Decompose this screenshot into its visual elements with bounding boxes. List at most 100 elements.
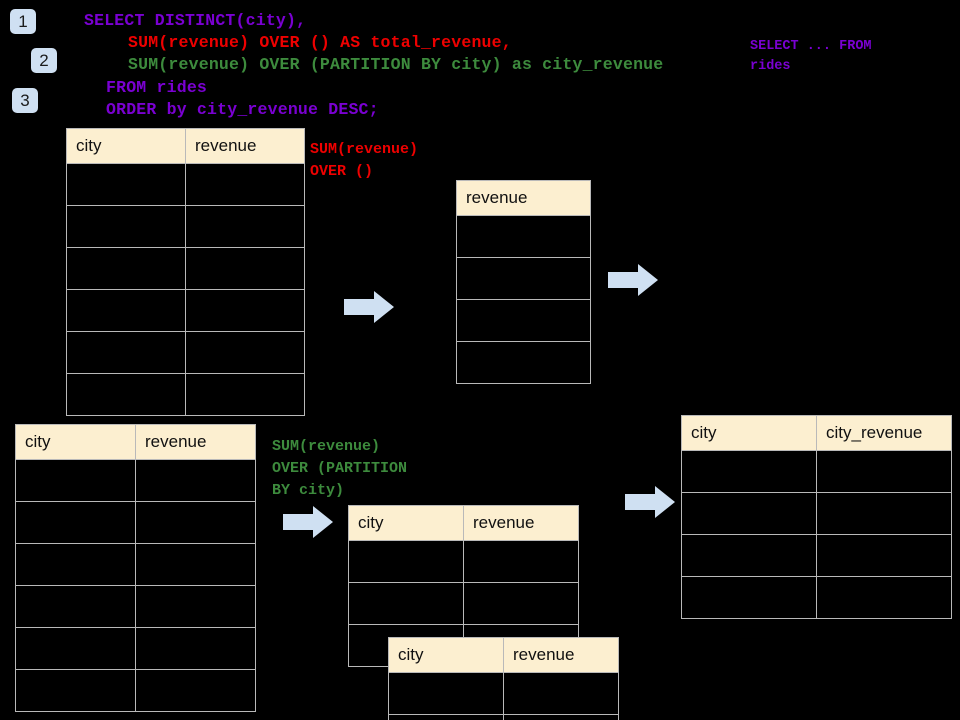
cell-city	[66, 163, 186, 206]
arrow-total-to-right-icon	[608, 263, 658, 302]
table-result-header-row: city city_revenue	[681, 415, 952, 451]
cell-city	[15, 585, 136, 628]
table-partition-front-header-row: city revenue	[388, 637, 619, 673]
cell-city-revenue	[816, 450, 952, 493]
table-row	[348, 582, 579, 625]
sql-line-from-rides: FROM rides	[106, 78, 208, 97]
col-header-revenue: revenue	[185, 128, 305, 164]
cell-revenue	[185, 289, 305, 332]
arrow-source-to-partition-icon	[283, 505, 333, 544]
sql-line-order-by: ORDER by city_revenue DESC;	[106, 100, 379, 119]
col-header-city: city	[15, 424, 136, 460]
table-row	[66, 247, 305, 290]
cell-revenue	[463, 582, 579, 625]
cell-city	[348, 540, 464, 583]
col-header-city: city	[388, 637, 504, 673]
cell-revenue	[185, 331, 305, 374]
cell-revenue	[456, 257, 591, 300]
table-row	[348, 540, 579, 583]
cell-city	[388, 714, 504, 720]
arrow-partition-to-result-icon	[625, 485, 675, 524]
cell-revenue	[135, 501, 256, 544]
col-header-city-revenue: city_revenue	[816, 415, 952, 451]
table-source-bottom-header-row: city revenue	[15, 424, 256, 460]
table-partition-back-header-row: city revenue	[348, 505, 579, 541]
cell-city	[66, 247, 186, 290]
table-source-bottom: city revenue	[15, 424, 256, 712]
cell-city	[681, 576, 817, 619]
table-row	[681, 576, 952, 619]
cell-city	[15, 543, 136, 586]
step-badge-2-label: 2	[39, 51, 49, 70]
cell-revenue	[456, 299, 591, 342]
table-row	[66, 205, 305, 248]
table-row	[15, 459, 256, 502]
table-source-top-header-row: city revenue	[66, 128, 305, 164]
table-row	[15, 501, 256, 544]
cell-revenue	[463, 540, 579, 583]
annotation-from-rides-line2: rides	[750, 59, 791, 74]
table-row	[456, 341, 591, 384]
table-row	[15, 627, 256, 670]
col-header-city: city	[348, 505, 464, 541]
step-badge-1: 1	[10, 9, 36, 34]
step-badge-3: 3	[12, 88, 38, 113]
cell-revenue	[503, 672, 619, 715]
cell-city	[15, 669, 136, 712]
sql-line-sum-over-partition: SUM(revenue) OVER (PARTITION BY city) as…	[128, 55, 664, 74]
table-row	[388, 672, 619, 715]
cell-city	[66, 205, 186, 248]
cell-city	[15, 627, 136, 670]
table-row	[66, 373, 305, 416]
cell-city	[66, 331, 186, 374]
table-row	[681, 492, 952, 535]
col-header-revenue: revenue	[463, 505, 579, 541]
cell-city-revenue	[816, 492, 952, 535]
cell-revenue	[135, 669, 256, 712]
col-header-revenue: revenue	[503, 637, 619, 673]
table-source-top: city revenue	[66, 128, 305, 416]
cell-revenue	[456, 341, 591, 384]
annotation-over-empty-line2: OVER ()	[310, 163, 374, 180]
table-row	[456, 299, 591, 342]
annotation-from-rides-line1: SELECT ... FROM	[750, 39, 872, 54]
table-result: city city_revenue	[681, 415, 952, 619]
col-header-city: city	[681, 415, 817, 451]
cell-city-revenue	[816, 576, 952, 619]
cell-revenue	[135, 543, 256, 586]
sql-line-select-distinct: SELECT DISTINCT(city),	[84, 11, 307, 30]
table-row	[15, 669, 256, 712]
cell-city	[681, 492, 817, 535]
cell-revenue	[185, 163, 305, 206]
cell-city	[66, 373, 186, 416]
cell-city	[66, 289, 186, 332]
table-row	[456, 215, 591, 258]
cell-revenue	[185, 205, 305, 248]
annotation-over-partition-line3: BY city)	[272, 482, 345, 499]
step-badge-3-label: 3	[20, 91, 30, 110]
arrow-source-to-total-icon	[344, 290, 394, 329]
step-badge-1-label: 1	[18, 12, 28, 31]
table-partition-front: city revenue	[388, 637, 619, 720]
annotation-over-empty-line1: SUM(revenue)	[310, 141, 419, 158]
cell-revenue	[135, 627, 256, 670]
col-header-city: city	[66, 128, 186, 164]
table-row	[66, 289, 305, 332]
cell-revenue	[135, 585, 256, 628]
col-header-revenue: revenue	[135, 424, 256, 460]
cell-revenue	[185, 247, 305, 290]
cell-revenue	[135, 459, 256, 502]
cell-city	[681, 450, 817, 493]
cell-city-revenue	[816, 534, 952, 577]
table-row	[15, 585, 256, 628]
cell-city	[15, 459, 136, 502]
table-row	[456, 257, 591, 300]
step-badge-2: 2	[31, 48, 57, 73]
table-row	[388, 714, 619, 720]
cell-revenue	[456, 215, 591, 258]
table-row	[681, 534, 952, 577]
table-row	[15, 543, 256, 586]
table-row	[66, 163, 305, 206]
table-total-revenue-header-row: revenue	[456, 180, 591, 216]
